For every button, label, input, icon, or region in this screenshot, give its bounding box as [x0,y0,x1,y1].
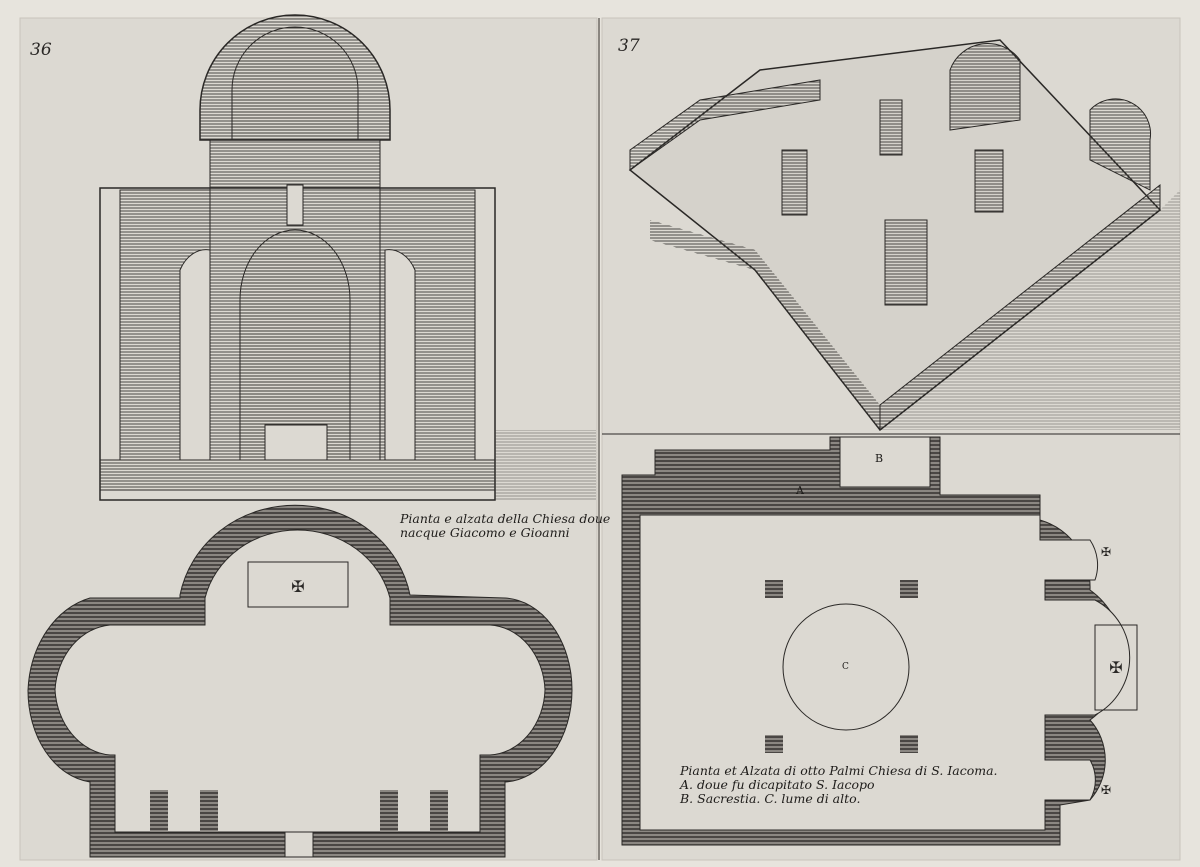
cross-icon: ✠ [1101,545,1111,559]
church-floor-plan-right: ✠ ✠ ✠ [621,436,1138,846]
church-floor-plan-left: ✠ [27,504,573,858]
caption-line: Pianta e alzata della Chiesa doue [400,511,611,526]
right-caption: Pianta et Alzata di otto Palmi Chiesa di… [680,764,998,806]
cross-icon: ✠ [291,579,304,596]
page-number-36: 36 [30,40,52,60]
caption-line: B. Sacrestia. C. lume di alto. [680,791,861,806]
cross-icon: ✠ [1101,783,1111,797]
church-section-elevation [99,14,596,501]
caption-line: nacque Giacomo e Gioanni [400,525,570,540]
caption-line: Pianta et Alzata di otto Palmi Chiesa di… [680,763,998,778]
plan-label-c: C [842,662,849,672]
page-number-37: 37 [618,36,640,56]
plan-label-b: B [875,452,884,465]
plan-label-a: A [796,484,804,497]
cross-icon: ✠ [1109,660,1122,677]
left-caption: Pianta e alzata della Chiesa doue nacque… [400,512,610,540]
caption-line: A. doue fu dicapitato S. Iacopo [680,777,875,792]
church-isometric-view [628,39,1180,432]
